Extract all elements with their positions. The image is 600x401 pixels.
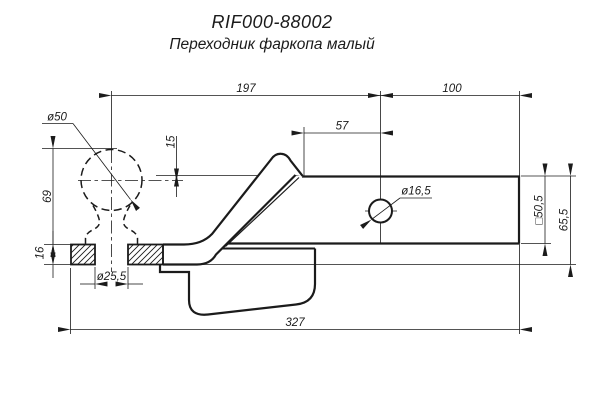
tube-shank bbox=[225, 175, 521, 245]
dim-57-label: 57 bbox=[336, 121, 349, 133]
tow-ball-phantom bbox=[80, 148, 143, 245]
extension-lines bbox=[42, 91, 576, 334]
gusset-bracket bbox=[158, 247, 317, 316]
strap-bend-edge bbox=[225, 177, 300, 247]
leader-ball bbox=[72, 123, 141, 211]
plate-section-right bbox=[127, 243, 164, 266]
ball-neck-right bbox=[122, 205, 139, 245]
ball-neck-left bbox=[84, 205, 101, 245]
bent-strap bbox=[162, 152, 304, 266]
strap-inner-edge bbox=[163, 174, 297, 266]
drawing-title: RIF000-88002 bbox=[211, 12, 332, 32]
dim-65-5-label: 65,5 bbox=[559, 208, 571, 231]
plate-section-left bbox=[70, 243, 96, 266]
ball-sphere bbox=[80, 148, 143, 212]
dimension-labels: 197 100 57 15 69 16 ø25,5 327 ø16,5 □50,… bbox=[35, 83, 571, 329]
dimension-lines bbox=[42, 93, 573, 332]
tube-outline bbox=[225, 175, 521, 245]
dim-25-5-label: ø25,5 bbox=[97, 271, 127, 283]
dim-16-label: 16 bbox=[35, 246, 47, 259]
leader-pinhole bbox=[360, 197, 401, 229]
ball-plate-section bbox=[70, 243, 164, 266]
dim-50-5-label: □50,5 bbox=[534, 195, 546, 225]
gusset-outline bbox=[158, 248, 317, 316]
dim-69-label: 69 bbox=[42, 190, 54, 203]
dim-327-label: 327 bbox=[285, 317, 305, 329]
strap-outer-edge bbox=[163, 152, 304, 246]
dim-ball-dia-label: ø50 bbox=[47, 112, 67, 124]
dim-15-label: 15 bbox=[166, 135, 178, 148]
dim-197-label: 197 bbox=[236, 83, 256, 95]
drawing-subtitle: Переходник фаркопа малый bbox=[169, 36, 375, 53]
dim-100-label: 100 bbox=[442, 83, 462, 95]
dim-16-5-label: ø16,5 bbox=[401, 186, 431, 198]
